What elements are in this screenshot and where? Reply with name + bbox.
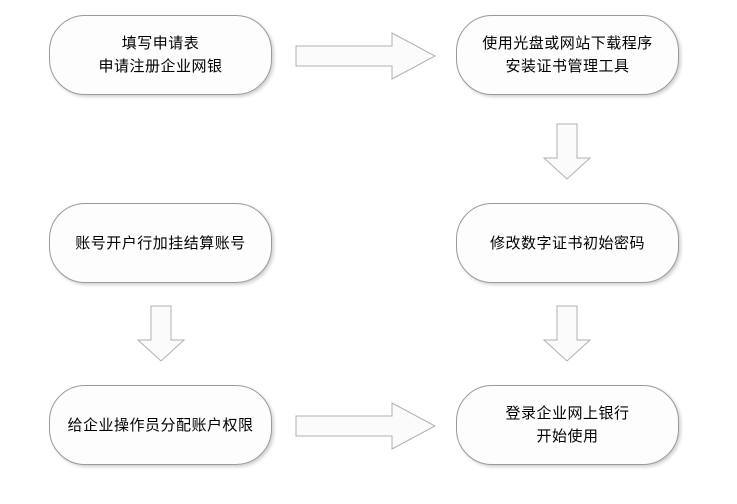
node-assign-operator-rights-label: 给企业操作员分配账户权限 (67, 416, 254, 434)
node-change-cert-password[interactable]: 修改数字证书初始密码 (456, 203, 679, 283)
node-application-form[interactable]: 填写申请表 申请注册企业网银 (49, 15, 272, 95)
arrow-account-to-rights (136, 305, 186, 362)
node-assign-operator-rights[interactable]: 给企业操作员分配账户权限 (49, 385, 272, 465)
node-link-settlement-account[interactable]: 账号开户行加挂结算账号 (49, 203, 272, 283)
node-change-cert-password-label: 修改数字证书初始密码 (489, 234, 645, 252)
arrow-install-to-password (542, 123, 592, 180)
node-login-start-use-label: 登录企业网上银行 开始使用 (505, 405, 630, 445)
arrow-rights-to-login (295, 402, 437, 450)
node-link-settlement-account-label: 账号开户行加挂结算账号 (75, 234, 246, 252)
node-application-form-label: 填写申请表 申请注册企业网银 (98, 35, 223, 75)
node-login-start-use[interactable]: 登录企业网上银行 开始使用 (456, 385, 679, 465)
node-install-cert-tool[interactable]: 使用光盘或网站下载程序 安装证书管理工具 (456, 15, 679, 95)
arrow-password-to-login (542, 305, 592, 362)
node-install-cert-tool-label: 使用光盘或网站下载程序 安装证书管理工具 (482, 35, 653, 75)
arrow-form-to-install (295, 32, 437, 80)
